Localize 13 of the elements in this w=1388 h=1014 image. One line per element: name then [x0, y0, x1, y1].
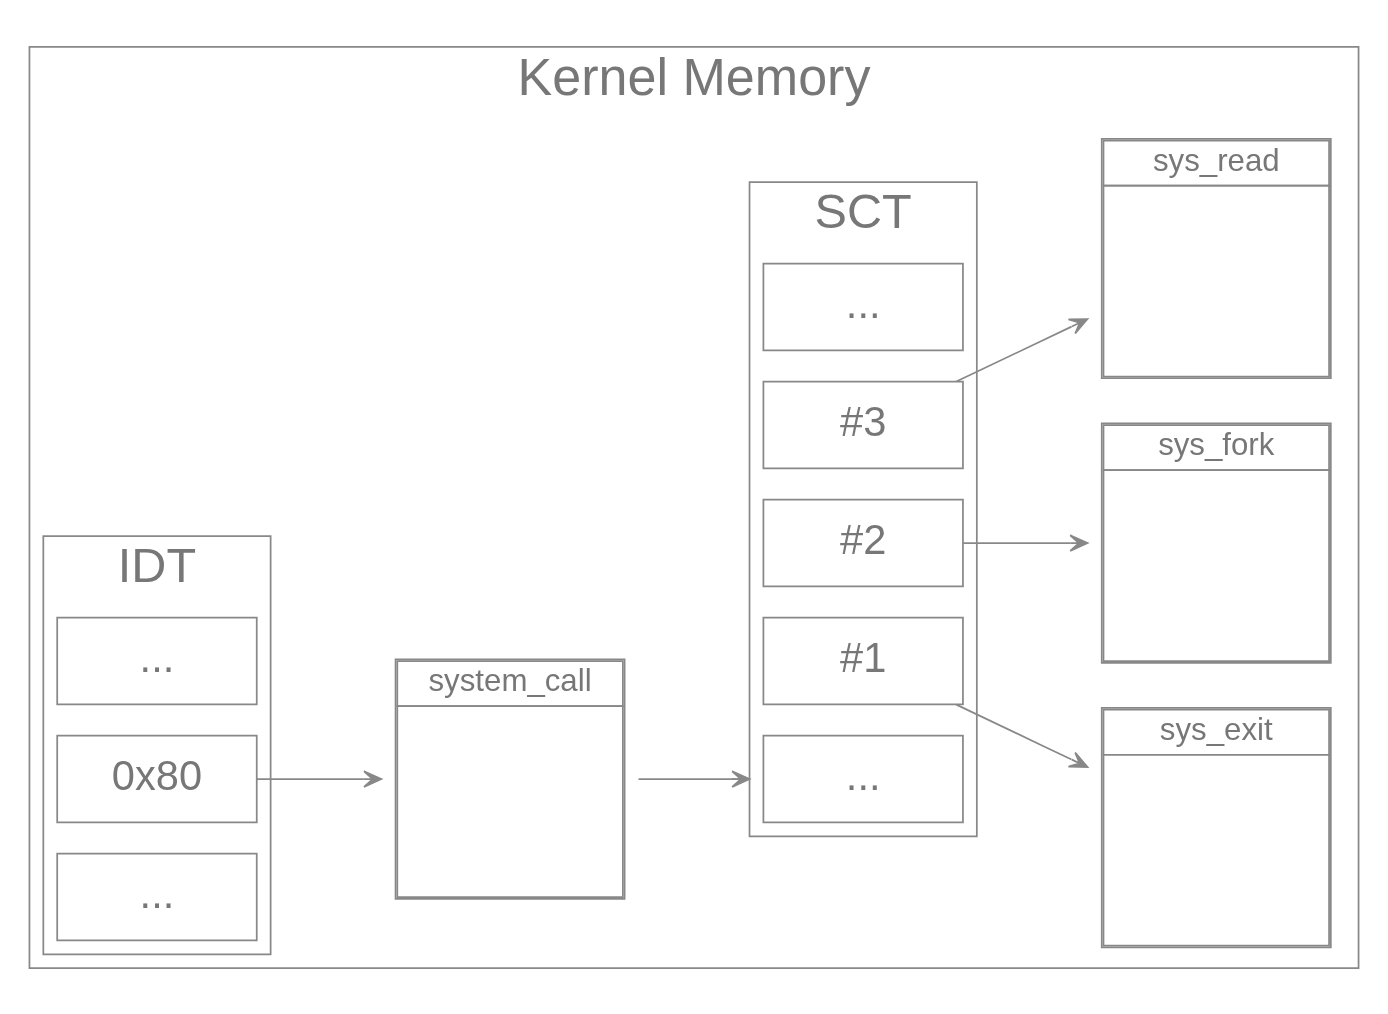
- arrow: [962, 533, 1089, 552]
- arrow: [955, 317, 1089, 382]
- node-box: ...: [56, 616, 258, 705]
- arrow: [637, 769, 751, 788]
- node-box: ...: [762, 734, 964, 823]
- node-box: #2: [762, 498, 964, 587]
- arrow: [955, 703, 1089, 768]
- node-box: ...: [56, 852, 258, 941]
- node-box: #3: [762, 380, 964, 469]
- arrow: [256, 769, 383, 788]
- node-box: #1: [762, 616, 964, 705]
- node-box: ...: [762, 262, 964, 351]
- node-box: 0x80: [56, 734, 258, 823]
